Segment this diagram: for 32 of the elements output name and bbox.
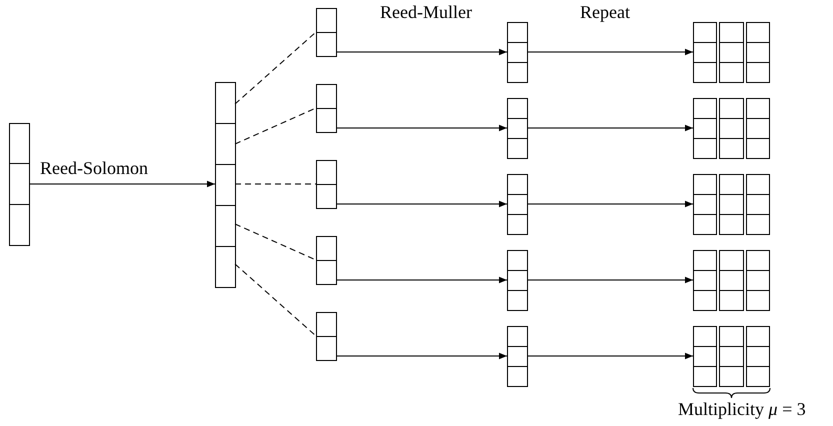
arrow [336,124,508,132]
dashed-line [234,224,316,260]
vector-box [507,250,527,310]
vector-box [507,326,527,386]
vector-box [9,123,29,245]
arrow [526,200,694,208]
dashed-line [234,264,316,336]
vector-box [316,236,336,284]
arrow [526,352,694,360]
vector-box [507,22,527,82]
vector-box [316,160,336,208]
dashed-line [234,32,316,104]
arrow [526,276,694,284]
matrix-box [693,98,770,158]
vector-box [507,98,527,158]
arrow [336,276,508,284]
vector-box [316,312,336,360]
vector-box [316,84,336,132]
arrow [28,180,216,188]
matrix-box [693,22,770,82]
arrow [526,124,694,132]
matrix-box [693,174,770,234]
matrix-box [693,250,770,310]
arrow [336,48,508,56]
vector-box [316,8,336,56]
arrow [336,352,508,360]
arrow [336,200,508,208]
vector-box [507,174,527,234]
matrix-box [693,326,770,386]
arrow [526,48,694,56]
dashed-line [234,108,316,144]
vector-box [215,82,235,287]
